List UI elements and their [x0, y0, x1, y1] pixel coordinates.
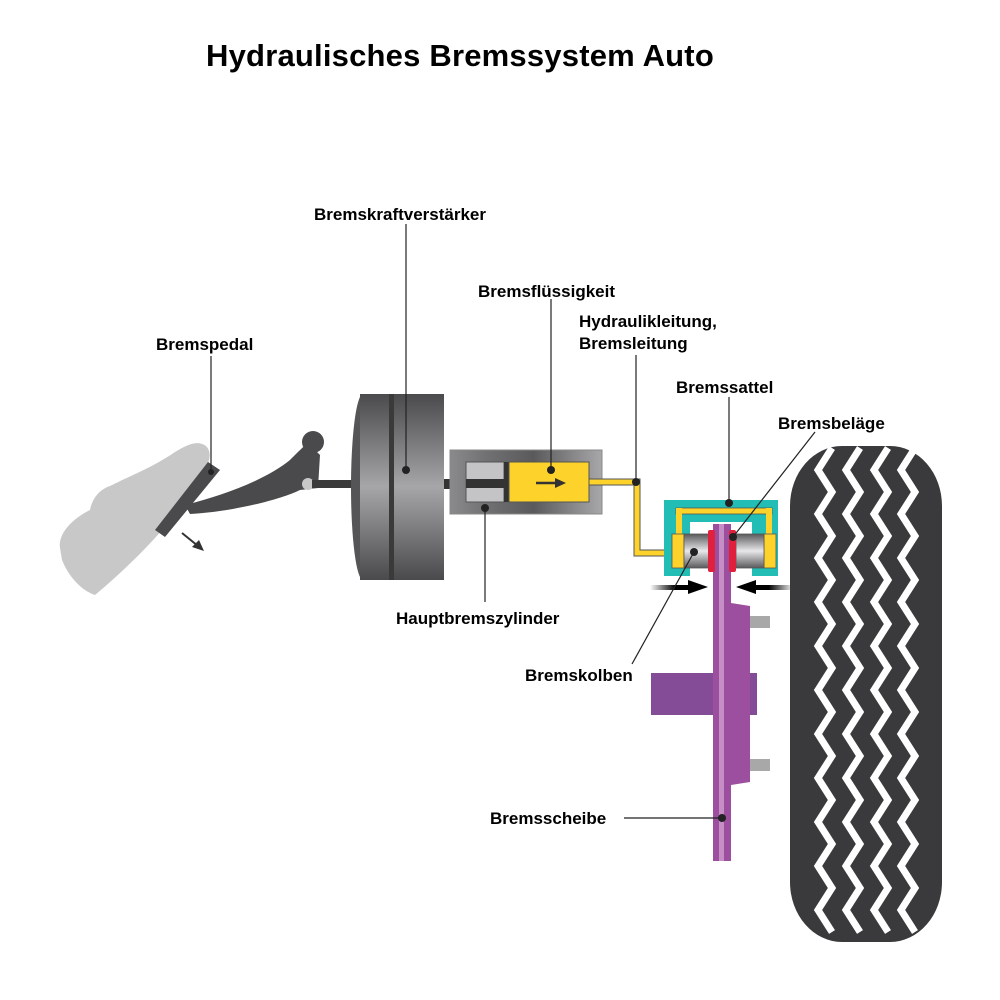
fluid-flow-arrowhead: [555, 478, 566, 488]
clamp-arrow-right-head: [736, 580, 756, 594]
clamp-arrow-right-tail: [752, 585, 794, 590]
label-bremssattel: Bremssattel: [676, 378, 773, 397]
label-bremsscheibe: Bremsscheibe: [490, 809, 606, 828]
brake-pedal-pad[interactable]: [155, 462, 220, 537]
brake-booster[interactable]: [351, 394, 444, 580]
tire-tread-groove: [813, 446, 837, 934]
brake-disc[interactable]: [713, 524, 731, 861]
label-bremsfluessigkeit: Bremsflüssigkeit: [478, 282, 615, 301]
pedal-pivot: [302, 431, 324, 453]
brake-caliper[interactable]: [664, 500, 778, 576]
label-bremskolben: Bremskolben: [525, 666, 633, 685]
push-rod: [312, 480, 358, 488]
label-bremsleitung: Bremsleitung: [579, 334, 688, 353]
master-cylinder[interactable]: [449, 449, 603, 515]
tire[interactable]: [790, 446, 942, 942]
label-bremsbelaege: Bremsbeläge: [778, 414, 885, 433]
label-bremspedal: Bremspedal: [156, 335, 253, 354]
tire-tread-groove: [869, 446, 893, 934]
brake-pad-left[interactable]: [708, 530, 715, 572]
foot-shoe-icon: [59, 443, 210, 595]
clamp-arrow-left-head: [688, 580, 708, 594]
diagram-title: Hydraulisches Bremssystem Auto: [206, 38, 714, 73]
clamp-arrow-left-tail: [650, 585, 692, 590]
pedal-joint: [302, 478, 314, 490]
label-bremskraftverstaerker: Bremskraftverstärker: [314, 205, 486, 224]
leader-lines: [210, 224, 816, 819]
pedal-arm: [185, 443, 320, 514]
pedal-motion-arrowhead: [192, 540, 204, 551]
wheel-hub: [651, 603, 770, 785]
brake-piston-right[interactable]: [735, 533, 765, 569]
tire-tread-groove: [841, 446, 865, 934]
tire-tread-groove: [896, 446, 920, 934]
label-hauptbremszylinder: Hauptbremszylinder: [396, 609, 560, 628]
label-hydraulikleitung: Hydraulikleitung,: [579, 312, 717, 331]
